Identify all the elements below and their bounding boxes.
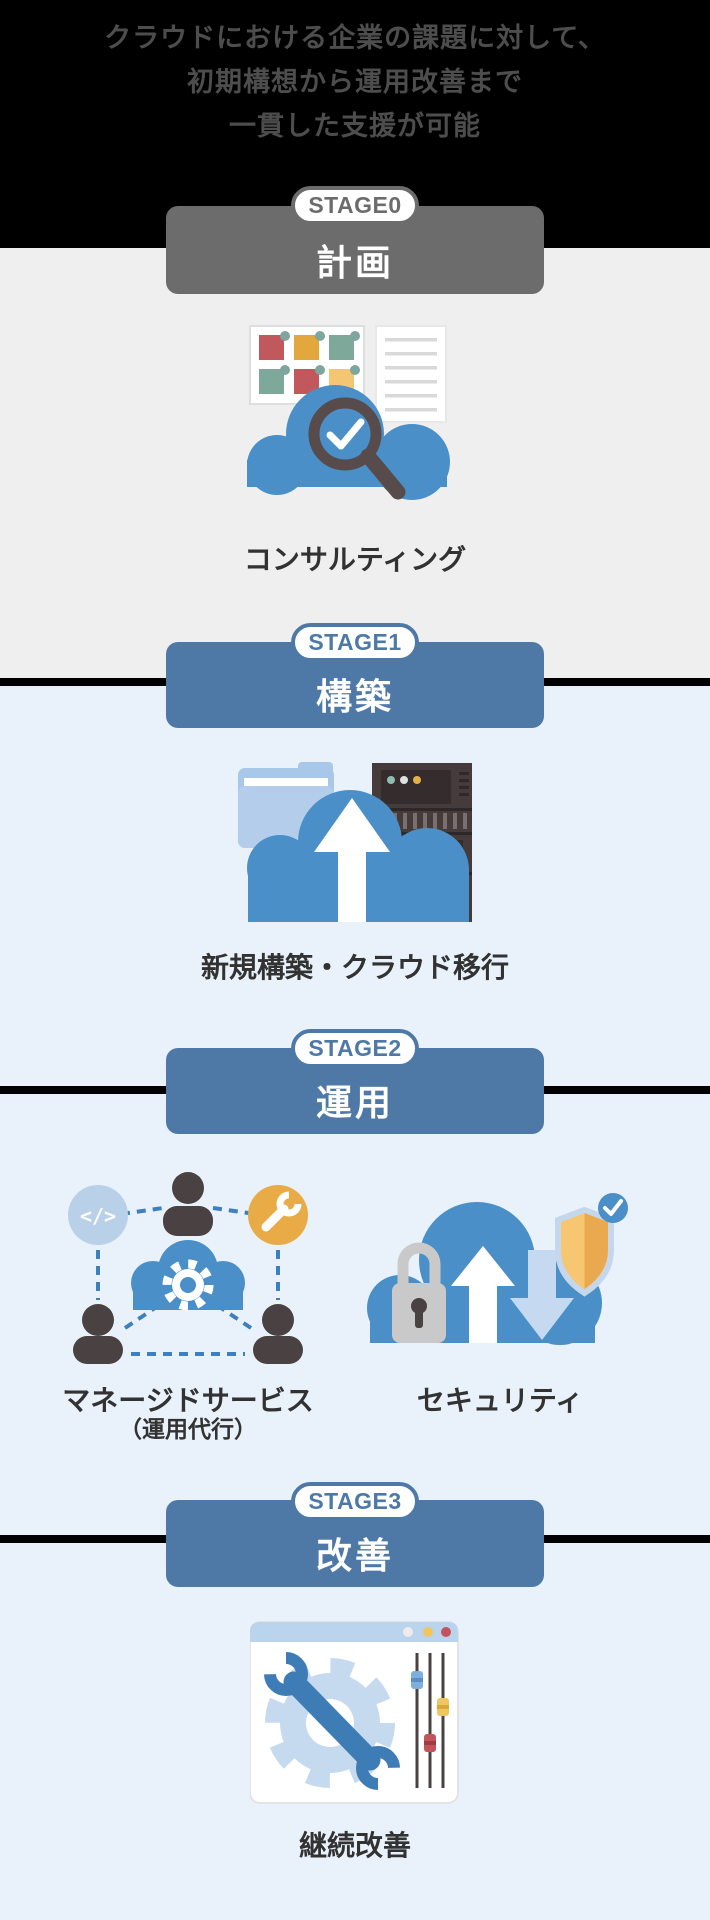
browser-gear-wrench-sliders-icon bbox=[249, 1621, 459, 1804]
header-line-2: 初期構想から運用改善まで bbox=[187, 67, 523, 97]
stage0-title: 計画 bbox=[315, 242, 394, 283]
build-icon-box bbox=[235, 760, 475, 925]
build-label: 新規構築・クラウド移行 bbox=[200, 952, 510, 983]
managed-service-icon-box: </> bbox=[63, 1158, 313, 1368]
stage3-banner: 改善 bbox=[166, 1500, 544, 1587]
stage3-title: 改善 bbox=[315, 1535, 394, 1576]
managed-service-label: マネージドサービス bbox=[62, 1385, 314, 1416]
cloud-magnifier-check-icon bbox=[247, 325, 450, 500]
stage2-badge-label: STAGE2 bbox=[308, 1035, 402, 1061]
code-symbol: </> bbox=[80, 1204, 116, 1228]
security-label: セキュリティ bbox=[416, 1385, 584, 1416]
stage1-title: 構築 bbox=[315, 676, 394, 717]
consulting-icon-box bbox=[240, 322, 470, 512]
header-line-3: 一貫した支援が可能 bbox=[229, 111, 481, 141]
stage2-title: 運用 bbox=[315, 1082, 394, 1123]
stage3-badge: STAGE3 bbox=[291, 1482, 419, 1521]
improvement-label: 継続改善 bbox=[298, 1830, 412, 1861]
stage2-badge: STAGE2 bbox=[291, 1029, 419, 1068]
consulting-label: コンサルティング bbox=[243, 544, 467, 575]
stage0-badge: STAGE0 bbox=[291, 186, 419, 225]
improvement-icon-box bbox=[249, 1620, 460, 1805]
cloud-lock-shield-icon bbox=[367, 1193, 628, 1345]
stage1-badge-label: STAGE1 bbox=[308, 629, 402, 655]
stage3-badge-label: STAGE3 bbox=[308, 1488, 402, 1514]
folder-server-cloud-upload-icon bbox=[238, 762, 472, 922]
header-copy: クラウドにおける企業の課題に対して、 初期構想から運用改善まで 一貫した支援が可… bbox=[0, 16, 710, 148]
stage0-badge-label: STAGE0 bbox=[308, 192, 402, 218]
security-icon-box bbox=[365, 1188, 635, 1348]
header-line-1: クラウドにおける企業の課題に対して、 bbox=[104, 23, 606, 53]
managed-service-sublabel: （運用代行） bbox=[119, 1416, 257, 1442]
people-cloud-gear-network-icon: </> bbox=[68, 1172, 308, 1364]
stage1-badge: STAGE1 bbox=[291, 623, 419, 662]
